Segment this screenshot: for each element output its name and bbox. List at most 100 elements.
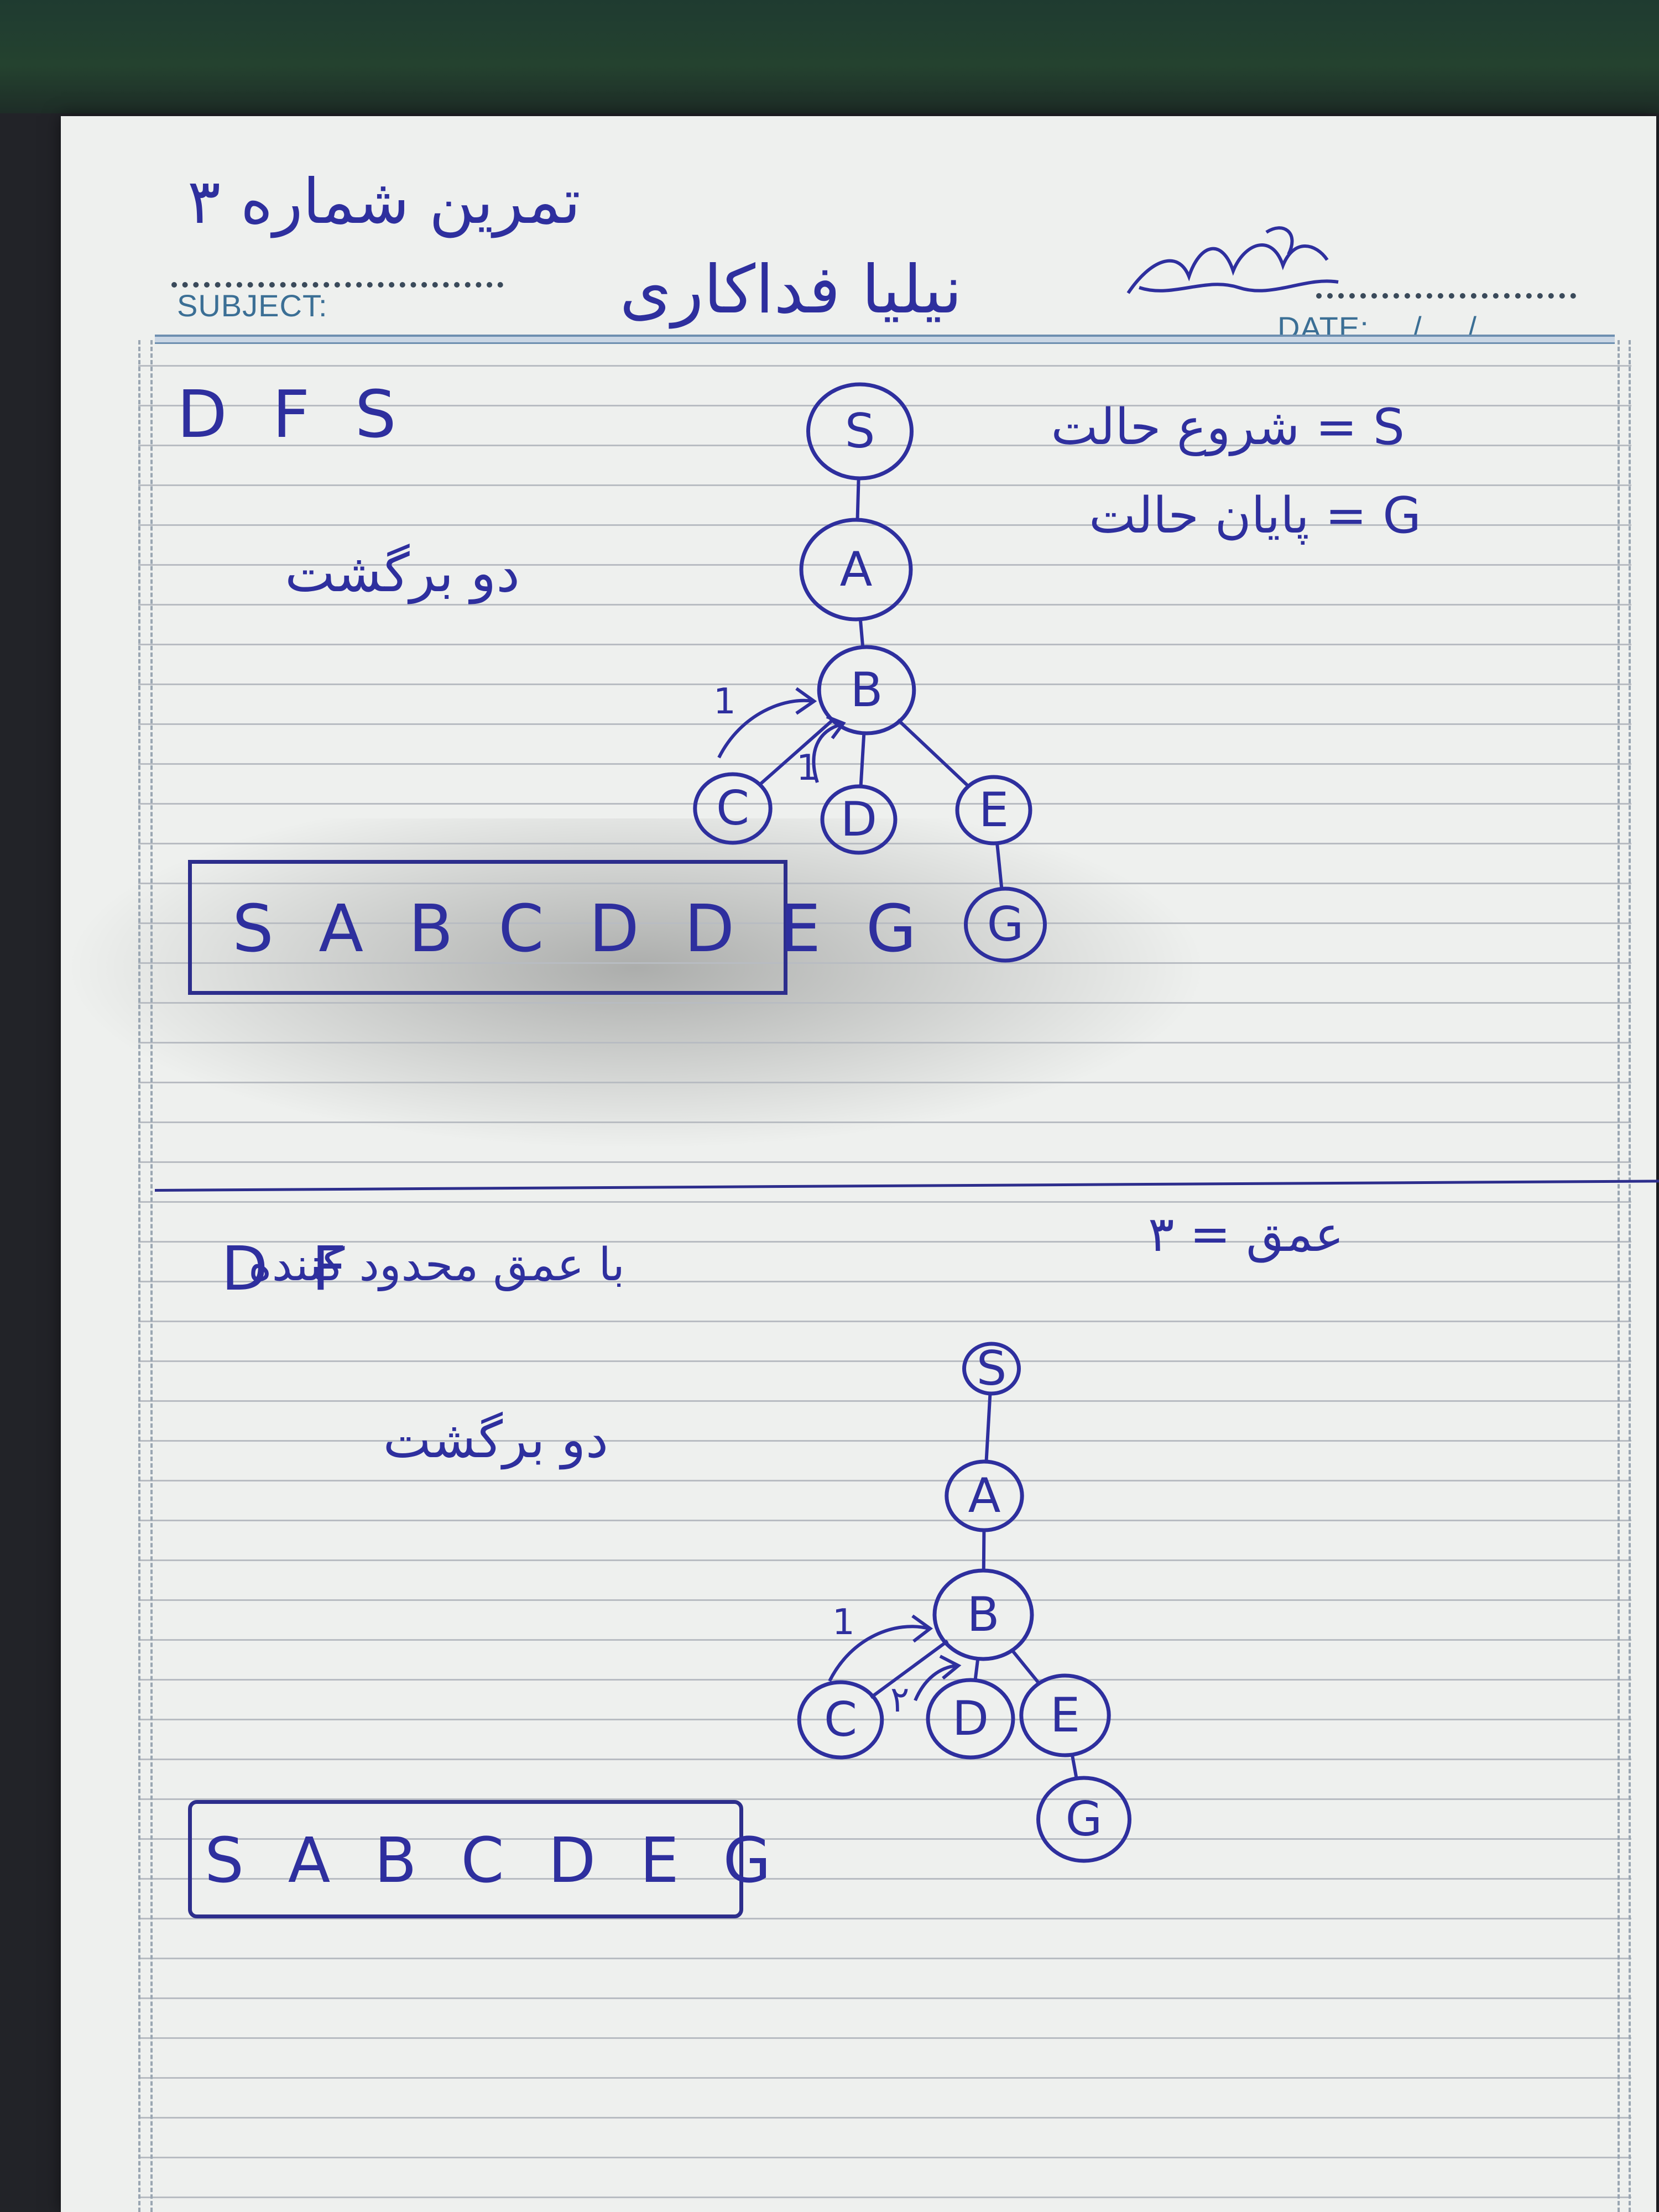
photo-shadow: [61, 818, 1211, 1150]
ruled-line: [138, 1400, 1631, 1402]
section2-method-note: با عمق محدود کننده: [248, 1239, 625, 1291]
date-dotted-line: [1316, 293, 1576, 299]
tree-edge-b-c: [869, 1640, 949, 1699]
right-margin-line: [1629, 340, 1631, 2212]
ruled-line: [138, 1639, 1631, 1641]
svg-text:G: G: [987, 897, 1024, 952]
ruled-line: [138, 2037, 1631, 2039]
tree-edge-e-g: [995, 843, 1004, 889]
ruled-line: [138, 1161, 1631, 1163]
tree-edge-b-e: [1010, 1648, 1041, 1686]
ruled-line: [138, 1838, 1631, 1840]
ruled-line: [138, 1281, 1631, 1282]
tree-node-b: B: [932, 1568, 1034, 1661]
ruled-line: [138, 564, 1631, 566]
tree-edge-a-b: [858, 619, 865, 648]
exercise-title: تمرین شماره ۳: [187, 166, 581, 238]
subject-label: SUBJECT:: [177, 288, 328, 323]
ruled-line: [138, 1918, 1631, 1919]
left-margin-line: [138, 340, 140, 2212]
tree-node-s: S: [806, 382, 914, 481]
backtrack-arrowhead: [911, 1614, 933, 1643]
svg-text:S: S: [977, 1341, 1007, 1396]
section1-path: S A B C D D E G: [232, 890, 929, 967]
ruled-line: [138, 445, 1631, 446]
ruled-line: [138, 1321, 1631, 1322]
section1-subtitle: دو برگشت: [285, 542, 520, 604]
student-name: نیلیا فداکاری: [619, 252, 962, 328]
ruled-line: [138, 1121, 1631, 1123]
ruled-line: [138, 1997, 1631, 1999]
tree-node-s: S: [962, 1341, 1021, 1396]
ruled-line: [138, 1559, 1631, 1561]
section1-path-box: [188, 860, 787, 995]
tree-edge-b-d: [859, 733, 866, 787]
tree-edge-b-e: [896, 718, 971, 789]
ruled-line: [138, 1201, 1631, 1203]
header-rule: [155, 335, 1615, 344]
ruled-line: [138, 1759, 1631, 1760]
backtrack-arrowhead: [826, 715, 846, 739]
backtrack-arrow: [828, 1625, 930, 1682]
backtrack-label: 1: [796, 748, 819, 789]
ruled-line: [138, 1042, 1631, 1044]
svg-text:E: E: [1050, 1688, 1080, 1743]
tree-edge-s-a: [855, 478, 860, 520]
tree-node-a: A: [945, 1459, 1024, 1532]
ruled-line: [138, 1520, 1631, 1521]
backtrack-label: 1: [832, 1602, 855, 1643]
ruled-line: [138, 1002, 1631, 1004]
ruled-line: [138, 405, 1631, 406]
ruled-line: [138, 2117, 1631, 2119]
ruled-line: [138, 644, 1631, 645]
section1-legend-goal: G = پایان حالت: [1089, 487, 1421, 545]
ruled-line: [138, 1719, 1631, 1720]
tree-edge-b-c: [757, 717, 836, 787]
tree-node-b: B: [817, 645, 916, 735]
ruled-line: [138, 1082, 1631, 1083]
ruled-line: [138, 1440, 1631, 1442]
section2-path: S A B C D E G: [205, 1825, 784, 1897]
ruled-line: [138, 1878, 1631, 1880]
left-margin-line-inner: [150, 340, 153, 2212]
ruled-line: [138, 723, 1631, 725]
svg-text:C: C: [716, 781, 749, 836]
tree-node-d: D: [820, 784, 898, 855]
ruled-line: [138, 1241, 1631, 1243]
ruled-line: [138, 484, 1631, 486]
ruled-line: [138, 2197, 1631, 2198]
backtrack-label: ۲: [890, 1679, 909, 1720]
subject-dotted-line: [171, 282, 503, 288]
ruled-line: [138, 962, 1631, 964]
backtrack-arrow: [914, 1664, 957, 1702]
svg-text:D: D: [841, 792, 877, 847]
tree-node-g: G: [1036, 1776, 1131, 1863]
tree-edge-b-d: [973, 1658, 980, 1681]
svg-text:E: E: [979, 782, 1009, 838]
svg-text:D: D: [952, 1691, 989, 1746]
backtrack-arrowhead: [939, 1655, 962, 1680]
backtrack-label: 1: [713, 681, 736, 722]
section2-method: D F: [221, 1233, 359, 1304]
svg-text:S: S: [845, 404, 875, 459]
ruled-line: [138, 2077, 1631, 2079]
svg-text:G: G: [1066, 1792, 1103, 1847]
right-margin-line-inner: [1618, 340, 1620, 2212]
tree-edge-s-a: [984, 1393, 992, 1462]
tree-node-e: E: [1019, 1673, 1111, 1757]
ruled-line: [138, 922, 1631, 924]
svg-text:B: B: [967, 1587, 1000, 1642]
ruled-line: [138, 2157, 1631, 2158]
svg-text:A: A: [840, 542, 873, 597]
ruled-line: [138, 1679, 1631, 1681]
tree-node-a: A: [799, 518, 913, 622]
ruled-line: [138, 365, 1631, 367]
ruled-line: [138, 1798, 1631, 1800]
ruled-line: [138, 803, 1631, 805]
ruled-line: [138, 883, 1631, 884]
ruled-line: [138, 1599, 1631, 1601]
ruled-line: [138, 1958, 1631, 1959]
notebook-page: [61, 116, 1656, 2212]
svg-text:C: C: [824, 1692, 857, 1747]
